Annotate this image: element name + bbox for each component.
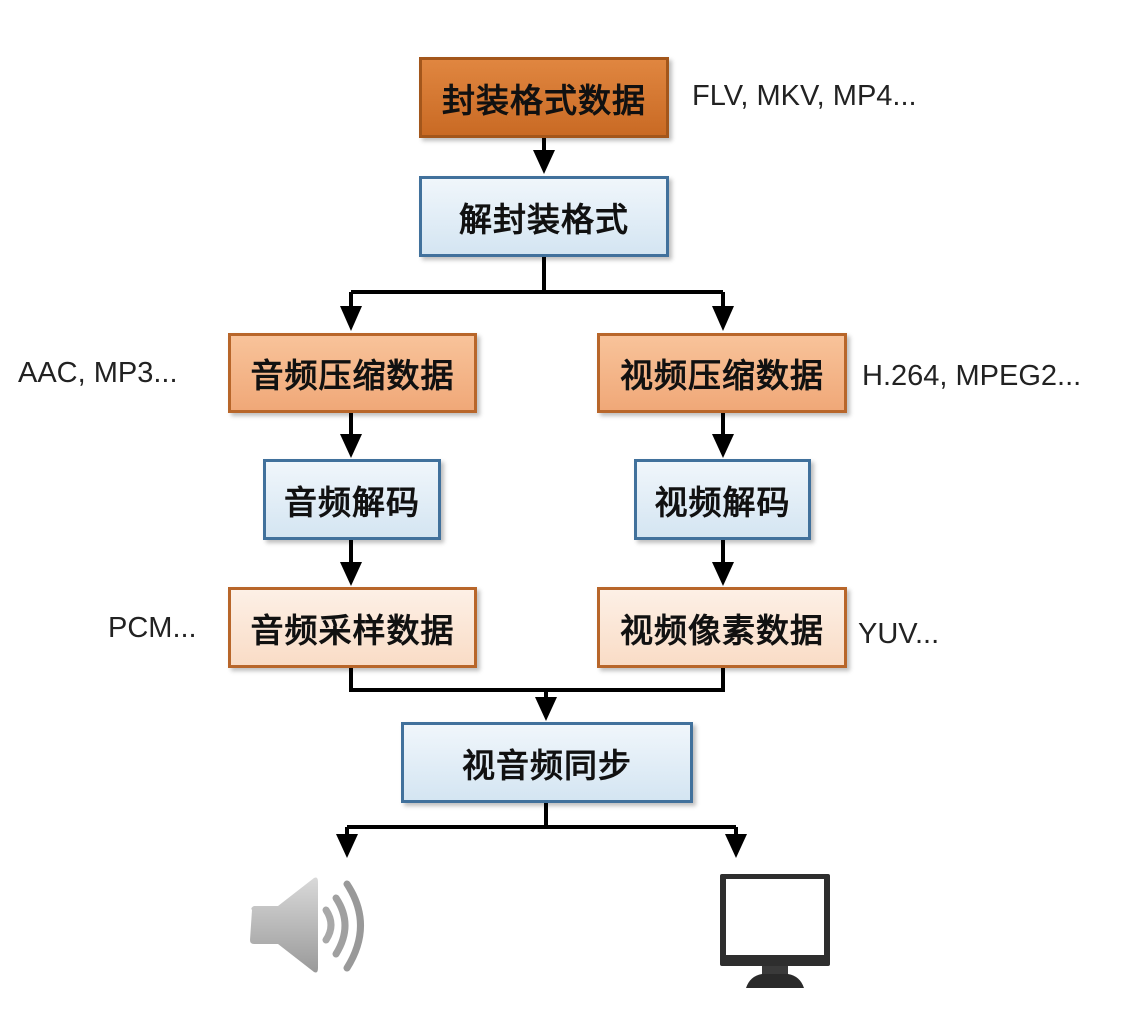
annotation-audio-raw: PCM... <box>108 612 197 644</box>
arrowhead <box>340 434 362 458</box>
node-label: 视频解码 <box>654 482 791 522</box>
arrowhead <box>340 306 362 331</box>
node-container-data: 封装格式数据 <box>419 57 669 138</box>
connector-demux-split <box>349 256 725 308</box>
annotation-video-codecs: H.264, MPEG2... <box>862 360 1082 392</box>
node-video-compressed: 视频压缩数据 <box>597 333 847 413</box>
arrowhead <box>712 562 734 586</box>
arrowhead <box>340 562 362 586</box>
arrowhead <box>712 434 734 458</box>
node-av-sync: 视音频同步 <box>401 722 693 803</box>
node-label: 音频采样数据 <box>250 610 455 650</box>
connector-sync-split <box>345 802 738 835</box>
annotation-video-raw: YUV... <box>858 618 940 650</box>
arrowhead <box>712 306 734 331</box>
annotation-container-formats: FLV, MKV, MP4... <box>692 80 917 112</box>
monitor-icon <box>720 874 830 988</box>
speaker-icon <box>250 877 364 973</box>
node-audio-compressed: 音频压缩数据 <box>228 333 477 413</box>
arrowhead <box>336 834 358 858</box>
node-demux: 解封装格式 <box>419 176 669 257</box>
node-label: 视频压缩数据 <box>620 356 824 395</box>
connector-merge-to-sync <box>349 667 725 698</box>
arrowhead <box>533 150 555 174</box>
node-audio-decode: 音频解码 <box>263 459 441 540</box>
annotation-audio-codecs: AAC, MP3... <box>18 357 178 389</box>
arrowhead <box>725 834 747 858</box>
node-video-decode: 视频解码 <box>634 459 811 540</box>
node-label: 视音频同步 <box>462 745 632 785</box>
node-label: 音频解码 <box>284 482 420 522</box>
node-label: 解封装格式 <box>459 199 629 239</box>
node-video-pixels: 视频像素数据 <box>597 587 847 668</box>
node-label: 音频压缩数据 <box>250 356 455 395</box>
node-audio-samples: 音频采样数据 <box>228 587 477 668</box>
node-label: 封装格式数据 <box>442 80 646 120</box>
node-label: 视频像素数据 <box>620 610 824 650</box>
arrowhead <box>535 697 557 721</box>
